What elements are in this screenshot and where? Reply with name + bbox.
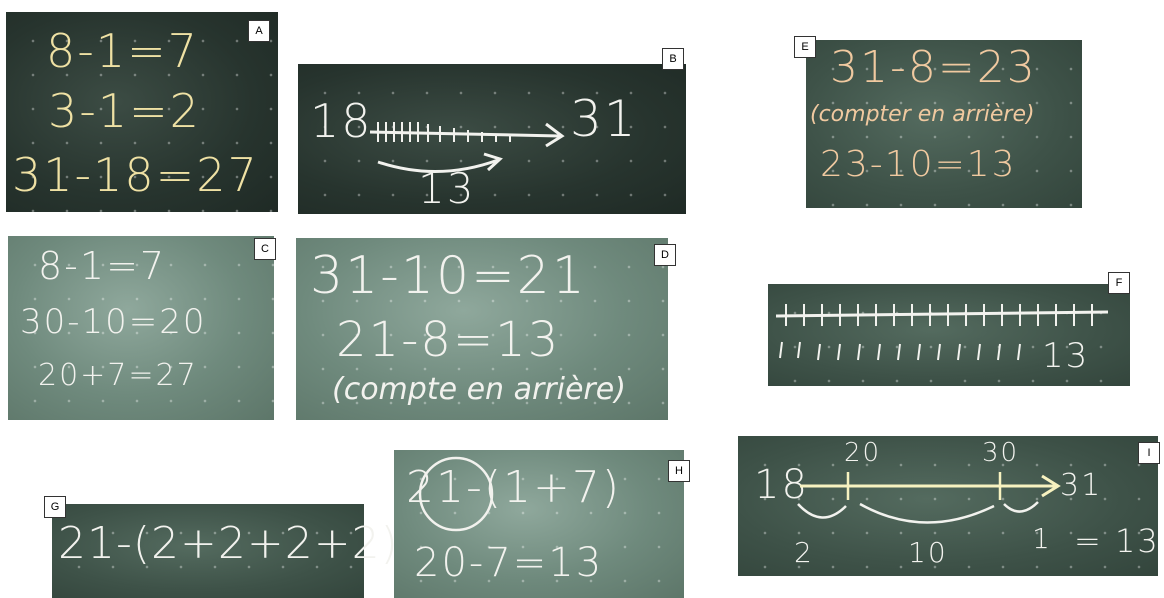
panel-c-line-2: 30-10=20 [20,302,207,342]
panel-g: 21-(2+2+2+2) [52,504,398,598]
panel-a: 8-1=7 3-1=2 31-18=27 [6,12,278,212]
panel-e: 31-8=23 (compter en arrière) 23-10=13 [806,40,1082,208]
panel-b-tag: B [662,48,684,70]
panel-d-line-1: 31-10=21 [310,246,587,306]
panel-i-jump-1: 1 [1032,522,1052,555]
panel-i-jump-2: 2 [794,536,814,569]
panel-f-count: 13 [1042,336,1090,376]
panel-i-start: 18 [754,462,809,508]
panel-b-end: 31 [570,90,638,148]
panel-i-mark-20: 20 [844,438,882,468]
panel-h: 21-(1+7) 20-7=13 [394,450,684,598]
panel-i-jump-10: 10 [908,536,948,569]
panel-a-tag: A [248,20,270,42]
panel-f: 13 [768,284,1130,386]
panel-e-line-3: 23-10=13 [820,144,1017,185]
panel-i-tag: I [1138,442,1160,464]
panel-g-tag: G [44,496,66,518]
panel-f-tally-marks [775,304,1109,361]
panel-i: 18 20 30 31 2 10 1 = 13 [738,436,1158,576]
panel-i-end: 31 [1060,468,1103,503]
panel-h-line-2: 20-7=13 [414,540,604,586]
panel-d-line-3: (compte en arrière) [332,372,626,407]
panel-a-line-1: 8-1=7 [46,24,199,78]
panel-b-start: 18 [310,94,373,148]
panel-b-number-line [369,122,565,173]
panel-g-expression: 21-(2+2+2+2) [58,518,399,569]
panel-i-number-line [797,472,1061,524]
panel-c: 8-1=7 30-10=20 20+7=27 [8,236,274,420]
panel-b-jump: 13 [418,164,476,213]
panel-d: 31-10=21 21-8=13 (compte en arrière) [296,238,668,420]
panel-h-circle [418,456,494,532]
panel-i-result: = 13 [1074,522,1160,560]
panel-a-line-3: 31-18=27 [12,148,259,202]
panel-e-line-2: (compter en arrière) [810,102,1035,127]
panel-c-tag: C [254,238,276,260]
panel-f-tag: F [1108,272,1130,294]
panel-c-line-3: 20+7=27 [38,358,198,393]
panel-e-line-1: 31-8=23 [830,42,1037,93]
panel-e-tag: E [794,36,816,58]
panel-a-line-2: 3-1=2 [48,84,201,138]
panel-h-line-1: 21-(1+7) [406,462,622,513]
panel-i-mark-30: 30 [982,438,1020,468]
panel-c-line-1: 8-1=7 [38,244,167,288]
panel-h-tag: H [668,460,690,482]
panel-d-tag: D [654,244,676,266]
panel-d-line-2: 21-8=13 [336,312,561,368]
panel-b: 18 31 13 [298,64,686,214]
